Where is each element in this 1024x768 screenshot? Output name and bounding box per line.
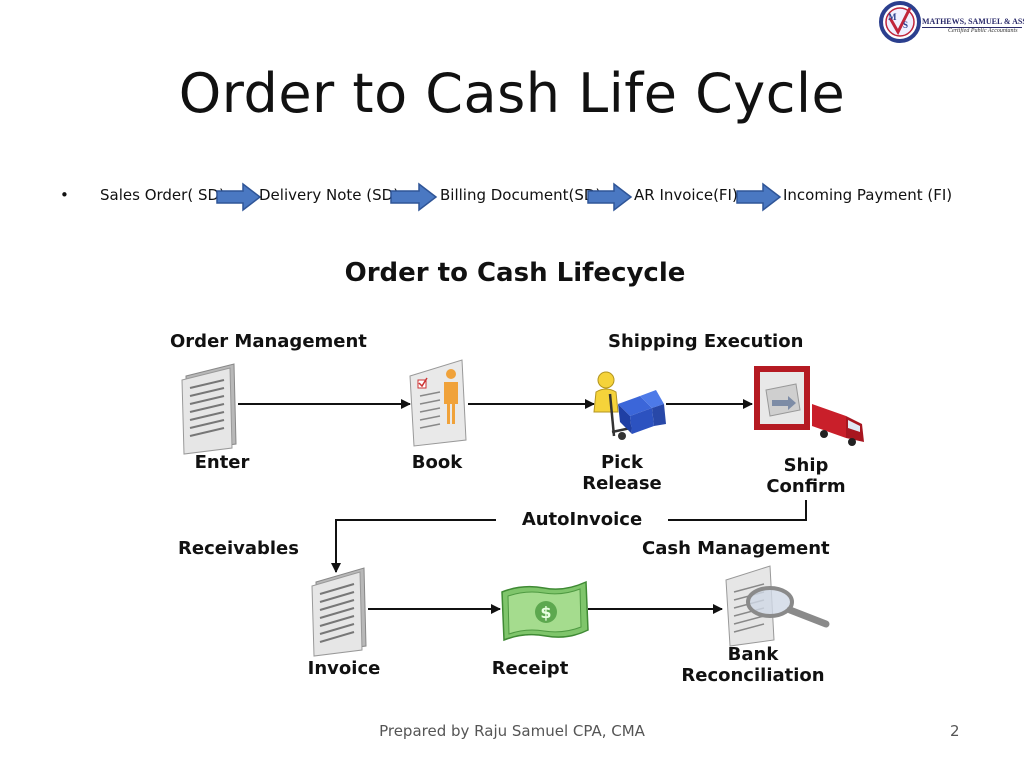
step-invoice-label: Invoice bbox=[307, 658, 381, 679]
step-bank-reconciliation-label: Bank Reconciliation bbox=[664, 644, 842, 686]
invoice-document-icon bbox=[311, 567, 367, 657]
section-order-management: Order Management bbox=[170, 331, 367, 352]
step-bank-line1: Bank bbox=[727, 644, 779, 665]
step-pick-release-line2: Release bbox=[582, 473, 662, 494]
flow-step-incoming-payment: Incoming Payment (FI) bbox=[783, 186, 953, 204]
autoinvoice-connector-left bbox=[331, 519, 496, 573]
emblem-letter-m: M bbox=[888, 12, 897, 22]
emblem-letter-s: S bbox=[903, 20, 908, 30]
step-pick-release-line1: Pick bbox=[600, 452, 643, 473]
firm-emblem-icon: M S bbox=[879, 1, 921, 43]
step-ship-confirm-line2: Confirm bbox=[766, 476, 846, 497]
firm-name: MATHEWS, SAMUEL & ASSOCIATES bbox=[922, 17, 1024, 26]
flow-step-billing-document: Billing Document(SD) bbox=[440, 186, 602, 204]
flow-bullet: • bbox=[60, 186, 69, 204]
section-shipping-execution: Shipping Execution bbox=[608, 331, 804, 352]
footer-prepared-by: Prepared by Raju Samuel CPA, CMA bbox=[379, 722, 645, 740]
flow-arrow-icon bbox=[390, 182, 438, 212]
firm-tagline: Certified Public Accountants bbox=[948, 28, 1018, 34]
flow-arrow-icon bbox=[216, 182, 262, 212]
diagram-title: Order to Cash Lifecycle bbox=[344, 258, 686, 288]
flow-arrow-icon bbox=[587, 182, 633, 212]
flow-step-ar-invoice: AR Invoice(FI) bbox=[634, 186, 738, 204]
section-cash-management: Cash Management bbox=[642, 538, 830, 559]
dollar-sign-glyph: $ bbox=[540, 603, 551, 622]
step-autoinvoice-label: AutoInvoice bbox=[521, 509, 643, 530]
step-book-label: Book bbox=[411, 452, 463, 473]
slide-title: Order to Cash Life Cycle bbox=[178, 62, 846, 125]
step-ship-confirm-line1: Ship bbox=[783, 455, 829, 476]
page-number: 2 bbox=[950, 722, 960, 740]
hand-truck-icon bbox=[593, 371, 666, 440]
flow-arrow-icon bbox=[736, 182, 782, 212]
person-document-icon bbox=[409, 359, 467, 447]
section-receivables: Receivables bbox=[178, 538, 299, 559]
flow-step-delivery-note: Delivery Note (SD) bbox=[259, 186, 400, 204]
step-ship-confirm-label: Ship Confirm bbox=[756, 455, 856, 497]
magnifier-document-icon bbox=[725, 565, 830, 647]
firm-logo: M S MATHEWS, SAMUEL & ASSOCIATES Certifi… bbox=[876, 0, 1024, 44]
step-receipt-label: Receipt bbox=[491, 658, 569, 679]
banknote-icon: $ bbox=[501, 580, 589, 642]
enter-document-icon bbox=[181, 363, 237, 455]
autoinvoice-connector-right bbox=[668, 500, 807, 521]
step-pick-release-label: Pick Release bbox=[572, 452, 672, 494]
logo-divider bbox=[922, 27, 1022, 28]
truck-icon bbox=[754, 366, 864, 446]
document-flow: • Sales Order( SD) Delivery Note (SD) Bi… bbox=[60, 182, 980, 212]
step-bank-line2: Reconciliation bbox=[681, 665, 825, 686]
flow-step-sales-order: Sales Order( SD) bbox=[100, 186, 225, 204]
step-enter-label: Enter bbox=[194, 452, 250, 473]
